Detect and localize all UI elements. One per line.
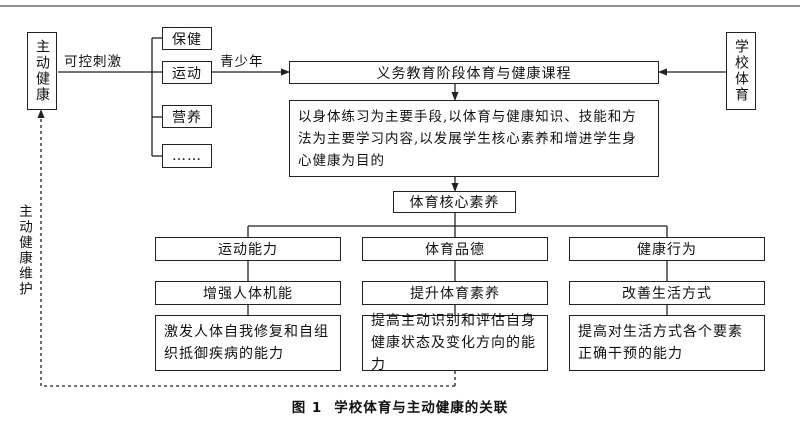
youth-label: 青少年 bbox=[220, 54, 264, 70]
sports-ethics-description: 提高主动识别和评估自身健康状态及变化方向的能力 bbox=[362, 313, 548, 373]
figure-caption: 图 1 学校体育与主动健康的关联 bbox=[0, 396, 800, 416]
factor-health-care: 保健 bbox=[162, 27, 212, 50]
motor-ability-box: 运动能力 bbox=[155, 237, 341, 261]
enhance-function-box: 增强人体机能 bbox=[155, 281, 341, 305]
active-health-maintenance-label: 主动健康维护 bbox=[16, 204, 32, 297]
figure-title: 学校体育与主动健康的关联 bbox=[334, 400, 509, 416]
active-health-box: 主动健康 bbox=[27, 32, 57, 110]
sports-ethics-box: 体育品德 bbox=[362, 237, 548, 261]
factor-nutrition: 营养 bbox=[162, 105, 212, 128]
figure-number: 图 1 bbox=[291, 400, 323, 416]
curriculum-title-box: 义务教育阶段体育与健康课程 bbox=[289, 61, 659, 84]
improve-literacy-box: 提升体育素养 bbox=[362, 281, 548, 305]
school-pe-box: 学校体育 bbox=[726, 32, 756, 110]
curriculum-description-box: 以身体练习为主要手段,以体育与健康知识、技能和方法为主要学习内容,以发展学生核心… bbox=[289, 100, 659, 177]
health-behavior-box: 健康行为 bbox=[569, 237, 765, 261]
controlled-stimulus-label: 可控刺激 bbox=[64, 54, 122, 70]
core-literacy-box: 体育核心素养 bbox=[393, 191, 516, 213]
health-behavior-description: 提高对生活方式各个要素正确干预的能力 bbox=[569, 315, 765, 371]
factor-more: …… bbox=[162, 144, 212, 168]
motor-ability-description: 激发人体自我修复和自组织抵御疾病的能力 bbox=[155, 315, 341, 371]
improve-lifestyle-box: 改善生活方式 bbox=[569, 281, 765, 305]
factor-exercise: 运动 bbox=[162, 61, 212, 84]
